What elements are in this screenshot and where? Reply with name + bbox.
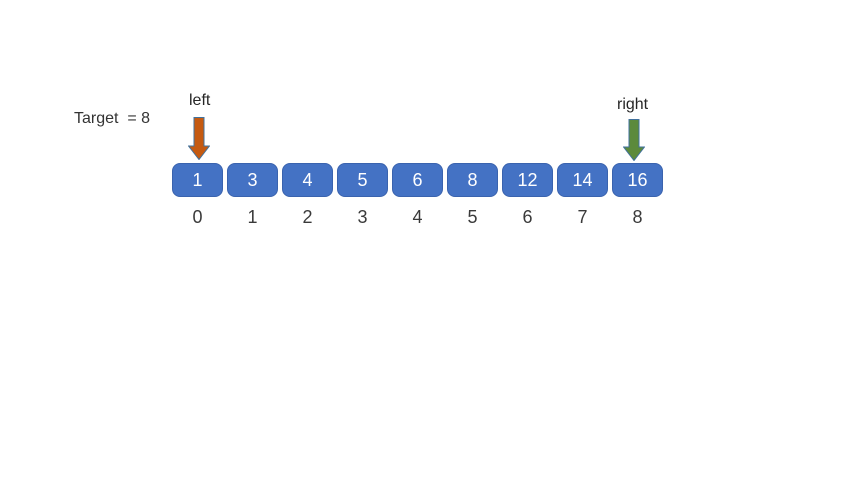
array-cell: 14: [557, 163, 608, 197]
index-label: 1: [247, 207, 258, 227]
right-pointer-arrow-icon: [623, 119, 645, 161]
left-pointer-label: left: [189, 92, 211, 109]
target-value-label: Target = 8: [74, 110, 151, 127]
right-arrow-shape: [623, 119, 645, 161]
array-cell: 5: [337, 163, 388, 197]
array-cell: 12: [502, 163, 553, 197]
index-label: 0: [192, 207, 203, 227]
index-label: 4: [412, 207, 423, 227]
array-cell: 1: [172, 163, 223, 197]
index-label: 2: [302, 207, 313, 227]
index-label: 5: [467, 207, 478, 227]
right-pointer-label: right: [617, 96, 649, 113]
index-label: 3: [357, 207, 368, 227]
array-cell: 8: [447, 163, 498, 197]
index-label: 8: [632, 207, 643, 227]
array-cell: 6: [392, 163, 443, 197]
array-cell: 4: [282, 163, 333, 197]
array-cell: 16: [612, 163, 663, 197]
left-pointer-arrow-icon: [188, 117, 210, 160]
index-label: 7: [577, 207, 588, 227]
index-label: 6: [522, 207, 533, 227]
left-arrow-shape: [188, 117, 210, 160]
array-cell: 3: [227, 163, 278, 197]
index-row: 0 1 2 3 4 5 6 7 8: [172, 207, 663, 227]
